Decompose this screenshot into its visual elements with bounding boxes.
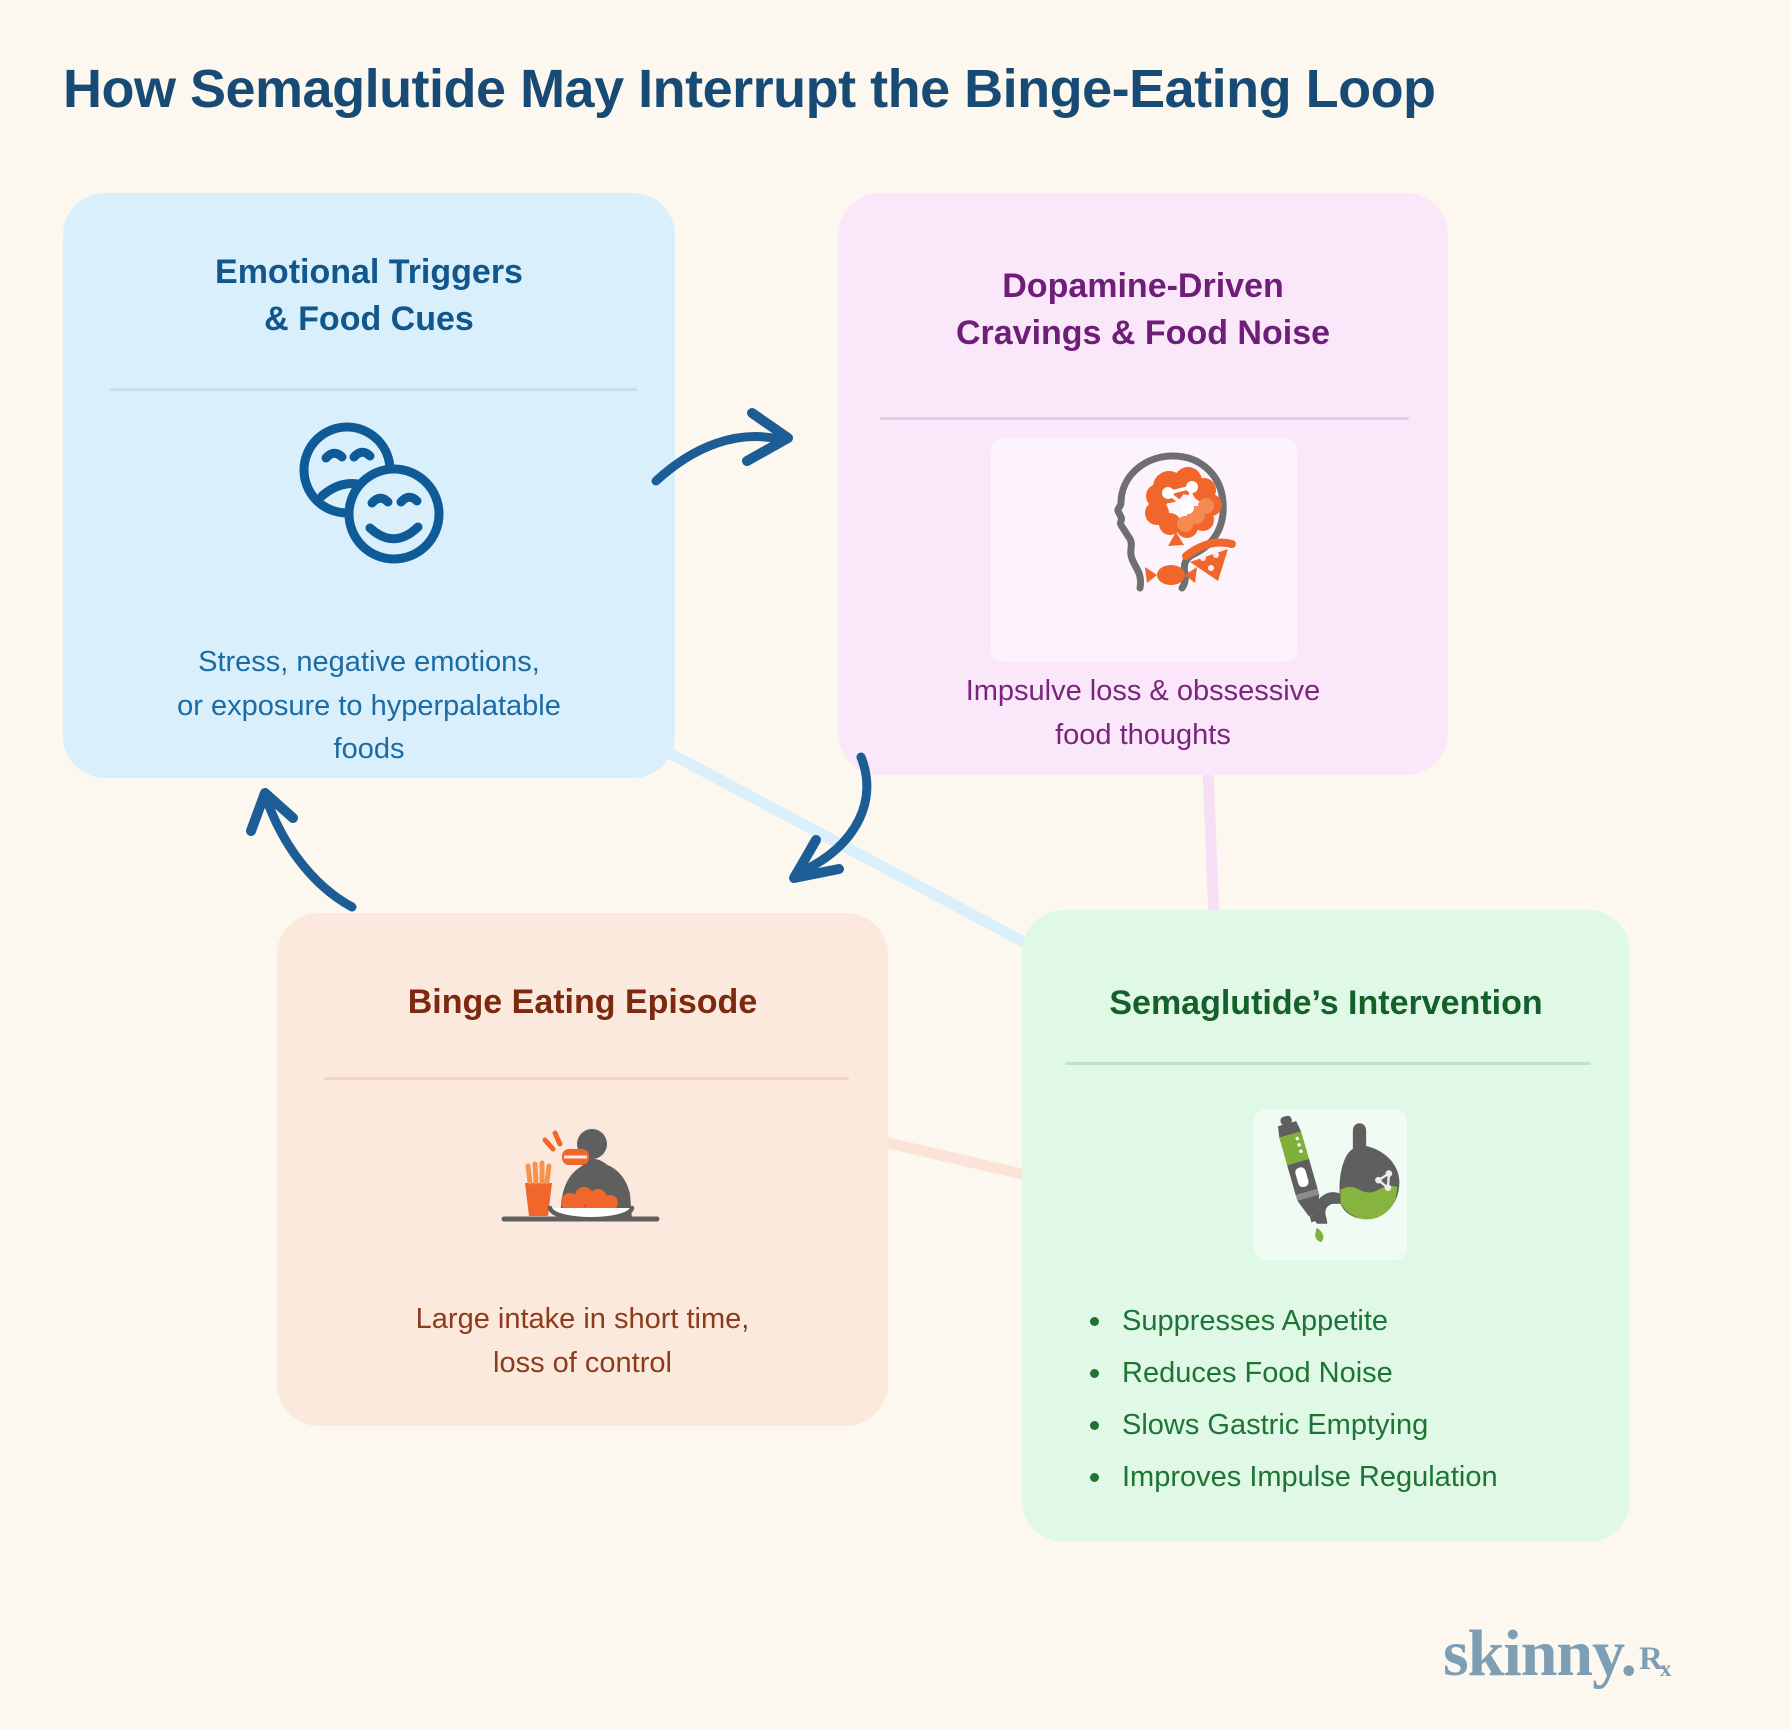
card-dopamine-heading: Dopamine-Driven Cravings & Food Noise <box>955 267 1331 352</box>
card-emotional-heading: Emotional Triggers & Food Cues <box>215 253 523 338</box>
brand-logo-rx-sub: x <box>1659 1656 1672 1681</box>
connector-binge-to-intervention <box>878 1135 1037 1183</box>
card-intervention-heading: Semaglutide’s Intervention <box>1109 984 1543 1022</box>
bullet-item: Reduces Food Noise <box>1088 1356 1498 1391</box>
card-dopamine-cravings: Dopamine-Driven Cravings & Food Noise <box>838 193 1448 775</box>
head-brain-food-noise-icon <box>1068 442 1243 597</box>
card-binge-episode: Binge Eating Episode Large <box>277 913 888 1426</box>
intervention-bullet-list: Suppresses Appetite Reduces Food Noise S… <box>1088 1304 1498 1512</box>
brand-logo-rx: R <box>1639 1641 1663 1677</box>
divider <box>880 417 1409 420</box>
divider <box>324 1077 849 1080</box>
arrow-dopamine-to-binge <box>796 752 872 877</box>
card-binge-body: Large intake in short time, loss of cont… <box>415 1303 750 1379</box>
divider <box>110 388 637 391</box>
arrowhead-right-icon <box>742 408 793 466</box>
card-emotional-triggers: Emotional Triggers & Food Cues Stress, n… <box>63 193 675 778</box>
bullet-item: Slows Gastric Emptying <box>1088 1408 1498 1443</box>
page-title: How Semaglutide May Interrupt the Binge-… <box>63 59 1436 119</box>
brand-logo: skinny.Rx <box>1443 1616 1671 1692</box>
arrow-binge-to-emotional <box>264 801 357 912</box>
card-binge-heading: Binge Eating Episode <box>407 983 758 1021</box>
sad-and-happy-faces-icon <box>295 420 445 570</box>
brand-logo-name: skinny. <box>1443 1617 1637 1690</box>
divider <box>1065 1062 1591 1065</box>
injection-pen-and-stomach-icon <box>1256 1110 1408 1262</box>
bullet-item: Suppresses Appetite <box>1088 1304 1498 1339</box>
card-dopamine-body: Impsulve loss & obssessive food thoughts <box>965 675 1321 751</box>
arrowhead-down-left-icon <box>789 835 844 883</box>
icon-background <box>991 438 1297 662</box>
card-semaglutide-intervention: Semaglutide’s Intervention <box>1022 910 1630 1542</box>
connector-dopamine-to-intervention <box>1202 767 1220 921</box>
card-emotional-body: Stress, negative emotions, or exposure t… <box>177 646 561 765</box>
bullet-item: Improves Impulse Regulation <box>1088 1460 1498 1495</box>
person-binge-eating-icon <box>498 1126 663 1236</box>
arrowhead-up-icon <box>246 788 298 836</box>
